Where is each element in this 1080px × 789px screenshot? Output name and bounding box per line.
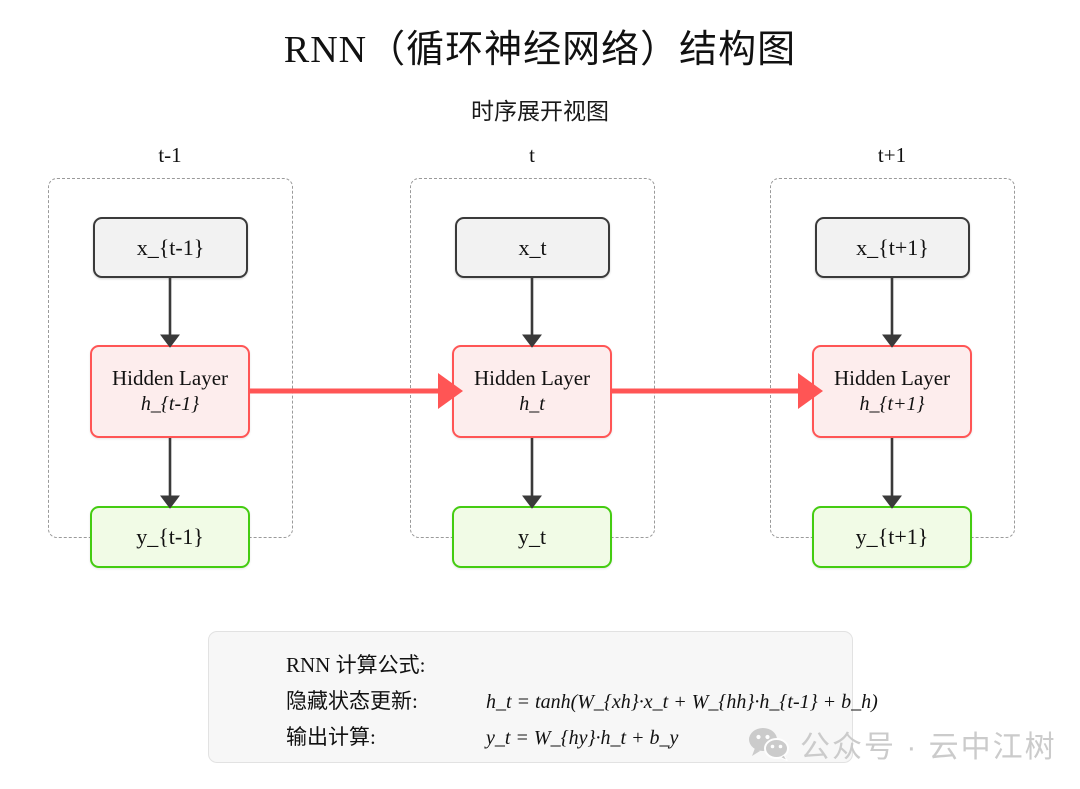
formula-value-output: y_t = W_{hy}·h_t + b_y — [486, 727, 679, 749]
formula-rows: RNN 计算公式: 隐藏状态更新: h_t = tanh(W_{xh}·x_t … — [208, 631, 988, 763]
output-node-t[interactable]: y_t — [452, 506, 612, 568]
input-node-label: x_t — [518, 234, 547, 260]
formula-panel — [208, 631, 853, 763]
page-title: RNN（循环神经网络）结构图 — [283, 29, 797, 71]
input-node-t[interactable]: x_t — [455, 217, 610, 278]
hidden-node-label: Hidden Layer — [111, 366, 229, 391]
wechat-icon — [749, 728, 789, 761]
output-node-label: y_t — [517, 524, 547, 549]
watermark-text: 公众号 · 云中江树 — [800, 731, 1057, 764]
input-node-t-plus-1[interactable]: x_{t+1} — [815, 217, 970, 278]
hidden-node-label: Hidden Layer — [473, 366, 591, 391]
formula-heading: RNN 计算公式: — [286, 653, 426, 677]
output-node-label: y_{t+1} — [855, 524, 929, 549]
hidden-node-t-plus-1[interactable]: Hidden Layer h_{t+1} — [812, 345, 972, 438]
output-node-label: y_{t-1} — [136, 524, 204, 549]
output-node-t-minus-1[interactable]: y_{t-1} — [90, 506, 250, 568]
hidden-node-label: Hidden Layer — [833, 366, 951, 391]
hidden-node-state: h_{t-1} — [140, 392, 200, 415]
page-subtitle: 时序展开视图 — [471, 99, 609, 124]
formula-row-hidden-state: 隐藏状态更新: h_t = tanh(W_{xh}·x_t + W_{hh}·h… — [286, 685, 988, 721]
output-node-t-plus-1[interactable]: y_{t+1} — [812, 506, 972, 568]
formula-heading-row: RNN 计算公式: — [286, 649, 988, 685]
step-label-t: t — [529, 143, 535, 167]
formula-key-hidden-state: 隐藏状态更新: — [286, 689, 418, 713]
hidden-node-state: h_{t+1} — [859, 392, 925, 415]
hidden-node-t[interactable]: Hidden Layer h_t — [452, 345, 612, 438]
watermark: 公众号 · 云中江树 — [748, 722, 1057, 766]
input-node-t-minus-1[interactable]: x_{t-1} — [93, 217, 248, 278]
formula-key-output: 输出计算: — [286, 725, 376, 749]
hidden-node-t-minus-1[interactable]: Hidden Layer h_{t-1} — [90, 345, 250, 438]
step-label-t-minus-1: t-1 — [158, 143, 182, 167]
formula-row-output: 输出计算: y_t = W_{hy}·h_t + b_y — [286, 721, 988, 757]
step-label-t-plus-1: t+1 — [877, 143, 907, 167]
input-node-label: x_{t-1} — [136, 234, 205, 260]
input-node-label: x_{t+1} — [856, 234, 929, 260]
hidden-node-state: h_t — [519, 392, 545, 415]
formula-value-hidden-state: h_t = tanh(W_{xh}·x_t + W_{hh}·h_{t-1} +… — [486, 691, 878, 713]
